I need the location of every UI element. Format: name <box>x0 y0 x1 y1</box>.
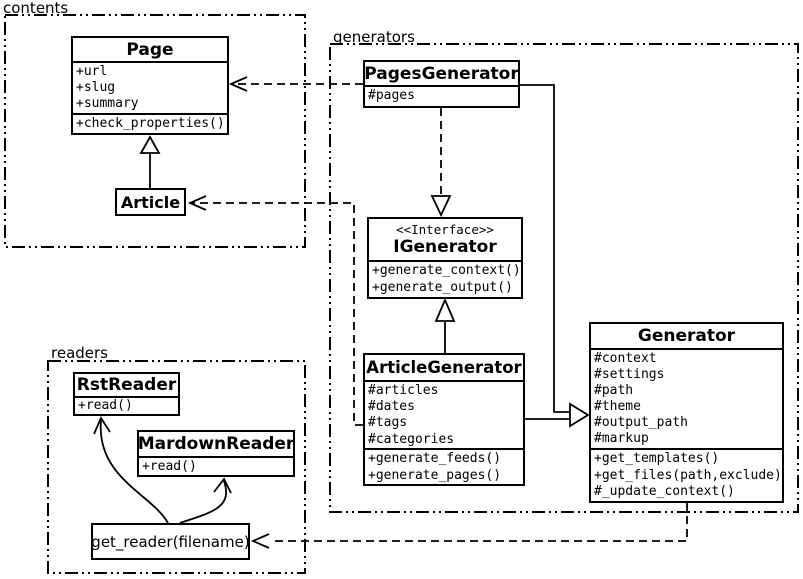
method: +generate_context() <box>372 263 521 278</box>
class-articlegenerator-attributes: #articles #dates #tags #categories <box>365 380 523 448</box>
class-mardownreader-title: MardownReader <box>139 434 293 454</box>
open-arrowhead-icon <box>228 76 248 92</box>
attribute: +slug <box>76 80 116 95</box>
open-arrowhead-icon <box>250 533 270 549</box>
class-igenerator-methods: +generate_context() +generate_output() <box>369 260 521 297</box>
class-mardownreader-methods: +read() <box>139 456 293 475</box>
dependency-articlegenerator-to-article <box>187 195 363 426</box>
class-articlegenerator: ArticleGenerator #articles #dates #tags … <box>363 353 525 486</box>
interface-stereotype: <<Interface>> <box>396 222 494 237</box>
contents-package-label: contents <box>3 0 69 17</box>
class-rstreader: RstReader +read() <box>73 372 180 416</box>
class-articlegenerator-title: ArticleGenerator <box>366 358 522 377</box>
hollow-triangle-icon <box>139 135 161 154</box>
generators-package-border <box>329 43 799 513</box>
arrow-getreader-to-mardownreader <box>179 477 232 524</box>
method: +read() <box>142 459 197 474</box>
class-mardownreader: MardownReader +read() <box>137 430 295 477</box>
class-generator-title: Generator <box>637 326 736 346</box>
readers-package-label: readers <box>51 344 108 362</box>
class-pagesgenerator: PagesGenerator #pages <box>363 60 520 108</box>
hollow-triangle-icon <box>434 297 456 322</box>
open-arrowhead-icon <box>93 416 111 435</box>
method: +generate_output() <box>372 279 513 295</box>
method: +generate_pages() <box>368 467 502 483</box>
open-arrowhead-icon <box>213 477 232 494</box>
method: +check_properties() <box>76 116 225 131</box>
hollow-triangle-icon <box>430 195 452 218</box>
inheritance-to-generator <box>520 84 590 428</box>
class-igenerator: <<Interface>> IGenerator +generate_conte… <box>367 217 523 299</box>
attribute: #theme <box>594 399 641 415</box>
class-pagesgenerator-title: PagesGenerator <box>365 63 518 84</box>
class-page-title: Page <box>126 39 174 60</box>
get-reader-box: get_reader(filename) <box>91 523 250 560</box>
open-arrowhead-icon <box>187 195 207 211</box>
class-igenerator-title: <<Interface>> IGenerator <box>369 219 521 260</box>
realization-pagesgenerator-to-igenerator <box>430 108 452 218</box>
attribute: #output_path <box>594 415 688 431</box>
attribute: #articles <box>368 383 439 398</box>
generators-package-label: generators <box>333 28 415 46</box>
class-rstreader-title: RstReader <box>76 375 177 395</box>
attribute: #pages <box>368 88 415 103</box>
attribute: #dates <box>368 399 415 415</box>
attribute: #markup <box>594 431 649 447</box>
class-generator-attributes: #context #settings #path #theme #output_… <box>591 348 782 448</box>
arrow-getreader-to-rstreader <box>93 416 169 524</box>
contents-package-border <box>4 14 306 248</box>
method: #_update_context() <box>594 484 735 499</box>
attribute: #context <box>594 351 657 366</box>
class-igenerator-name: IGenerator <box>393 237 497 257</box>
class-generator: Generator #context #settings #path #them… <box>589 322 784 503</box>
dependency-pagesgenerator-to-page <box>228 76 363 92</box>
class-generator-methods: +get_templates() +get_files(path,exclude… <box>591 448 782 501</box>
class-pagesgenerator-attributes: #pages <box>365 85 518 106</box>
hollow-triangle-icon <box>569 402 590 428</box>
attribute: #tags <box>368 415 408 431</box>
class-page: Page +url +slug +summary +check_properti… <box>71 36 229 135</box>
class-page-methods: +check_properties() <box>73 113 227 133</box>
method: +get_files(path,exclude) <box>594 467 782 483</box>
readers-package-border <box>47 360 306 574</box>
method: +generate_feeds() <box>368 451 502 466</box>
attribute: #categories <box>368 431 455 447</box>
dependency-generator-to-getreader <box>250 503 688 549</box>
inheritance-articlegenerator-to-igenerator <box>434 297 456 353</box>
class-article: Article <box>115 188 186 216</box>
method: +read() <box>78 398 133 413</box>
class-page-attributes: +url +slug +summary <box>73 61 227 113</box>
attribute: #path <box>594 383 634 399</box>
class-articlegenerator-methods: +generate_feeds() +generate_pages() <box>365 448 523 484</box>
attribute: #settings <box>594 367 665 383</box>
class-rstreader-methods: +read() <box>75 396 178 414</box>
method: +get_templates() <box>594 451 720 466</box>
attribute: +summary <box>76 96 139 111</box>
attribute: +url <box>76 64 108 79</box>
inheritance-article-to-page <box>139 135 161 188</box>
